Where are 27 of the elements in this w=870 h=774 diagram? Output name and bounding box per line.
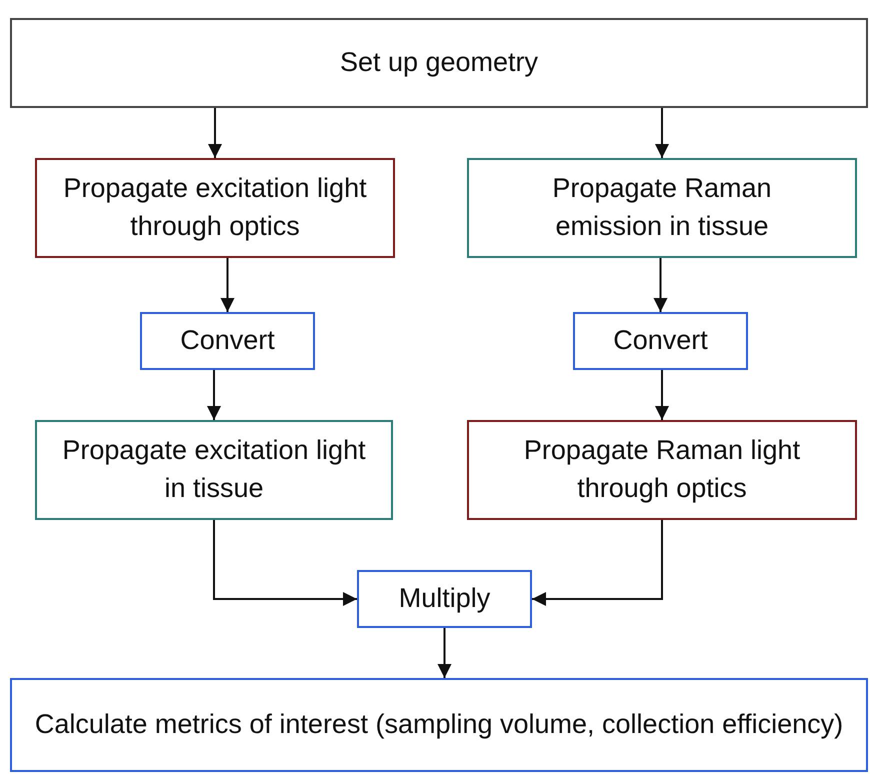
box-label: Convert (180, 324, 275, 358)
box-label: Set up geometry (340, 46, 538, 80)
process-box (10, 678, 868, 772)
process-box (10, 18, 868, 108)
arrow (532, 520, 663, 606)
arrow (655, 370, 669, 420)
arrow (654, 258, 668, 312)
arrow (220, 258, 234, 312)
box-label: Multiply (398, 582, 490, 616)
process-box (357, 570, 532, 628)
arrow (438, 628, 452, 678)
box-label: Propagate excitation light in tissue (61, 434, 367, 505)
arrow (208, 108, 222, 158)
arrow (655, 108, 669, 158)
box-label: Propagate Raman emission in tissue (551, 172, 773, 243)
arrow (207, 370, 221, 420)
process-box (35, 420, 393, 520)
process-box (140, 312, 315, 370)
box-label: Calculate metrics of interest (sampling volume, collection efficiency) (34, 708, 844, 742)
process-box (573, 312, 748, 370)
box-label: Convert (613, 324, 708, 358)
box-label: Propagate Raman light through optics (522, 434, 802, 505)
process-box (467, 158, 857, 258)
process-box (35, 158, 395, 258)
arrow (213, 520, 357, 606)
box-label: Propagate excitation light through optics (62, 172, 368, 243)
process-box (467, 420, 857, 520)
